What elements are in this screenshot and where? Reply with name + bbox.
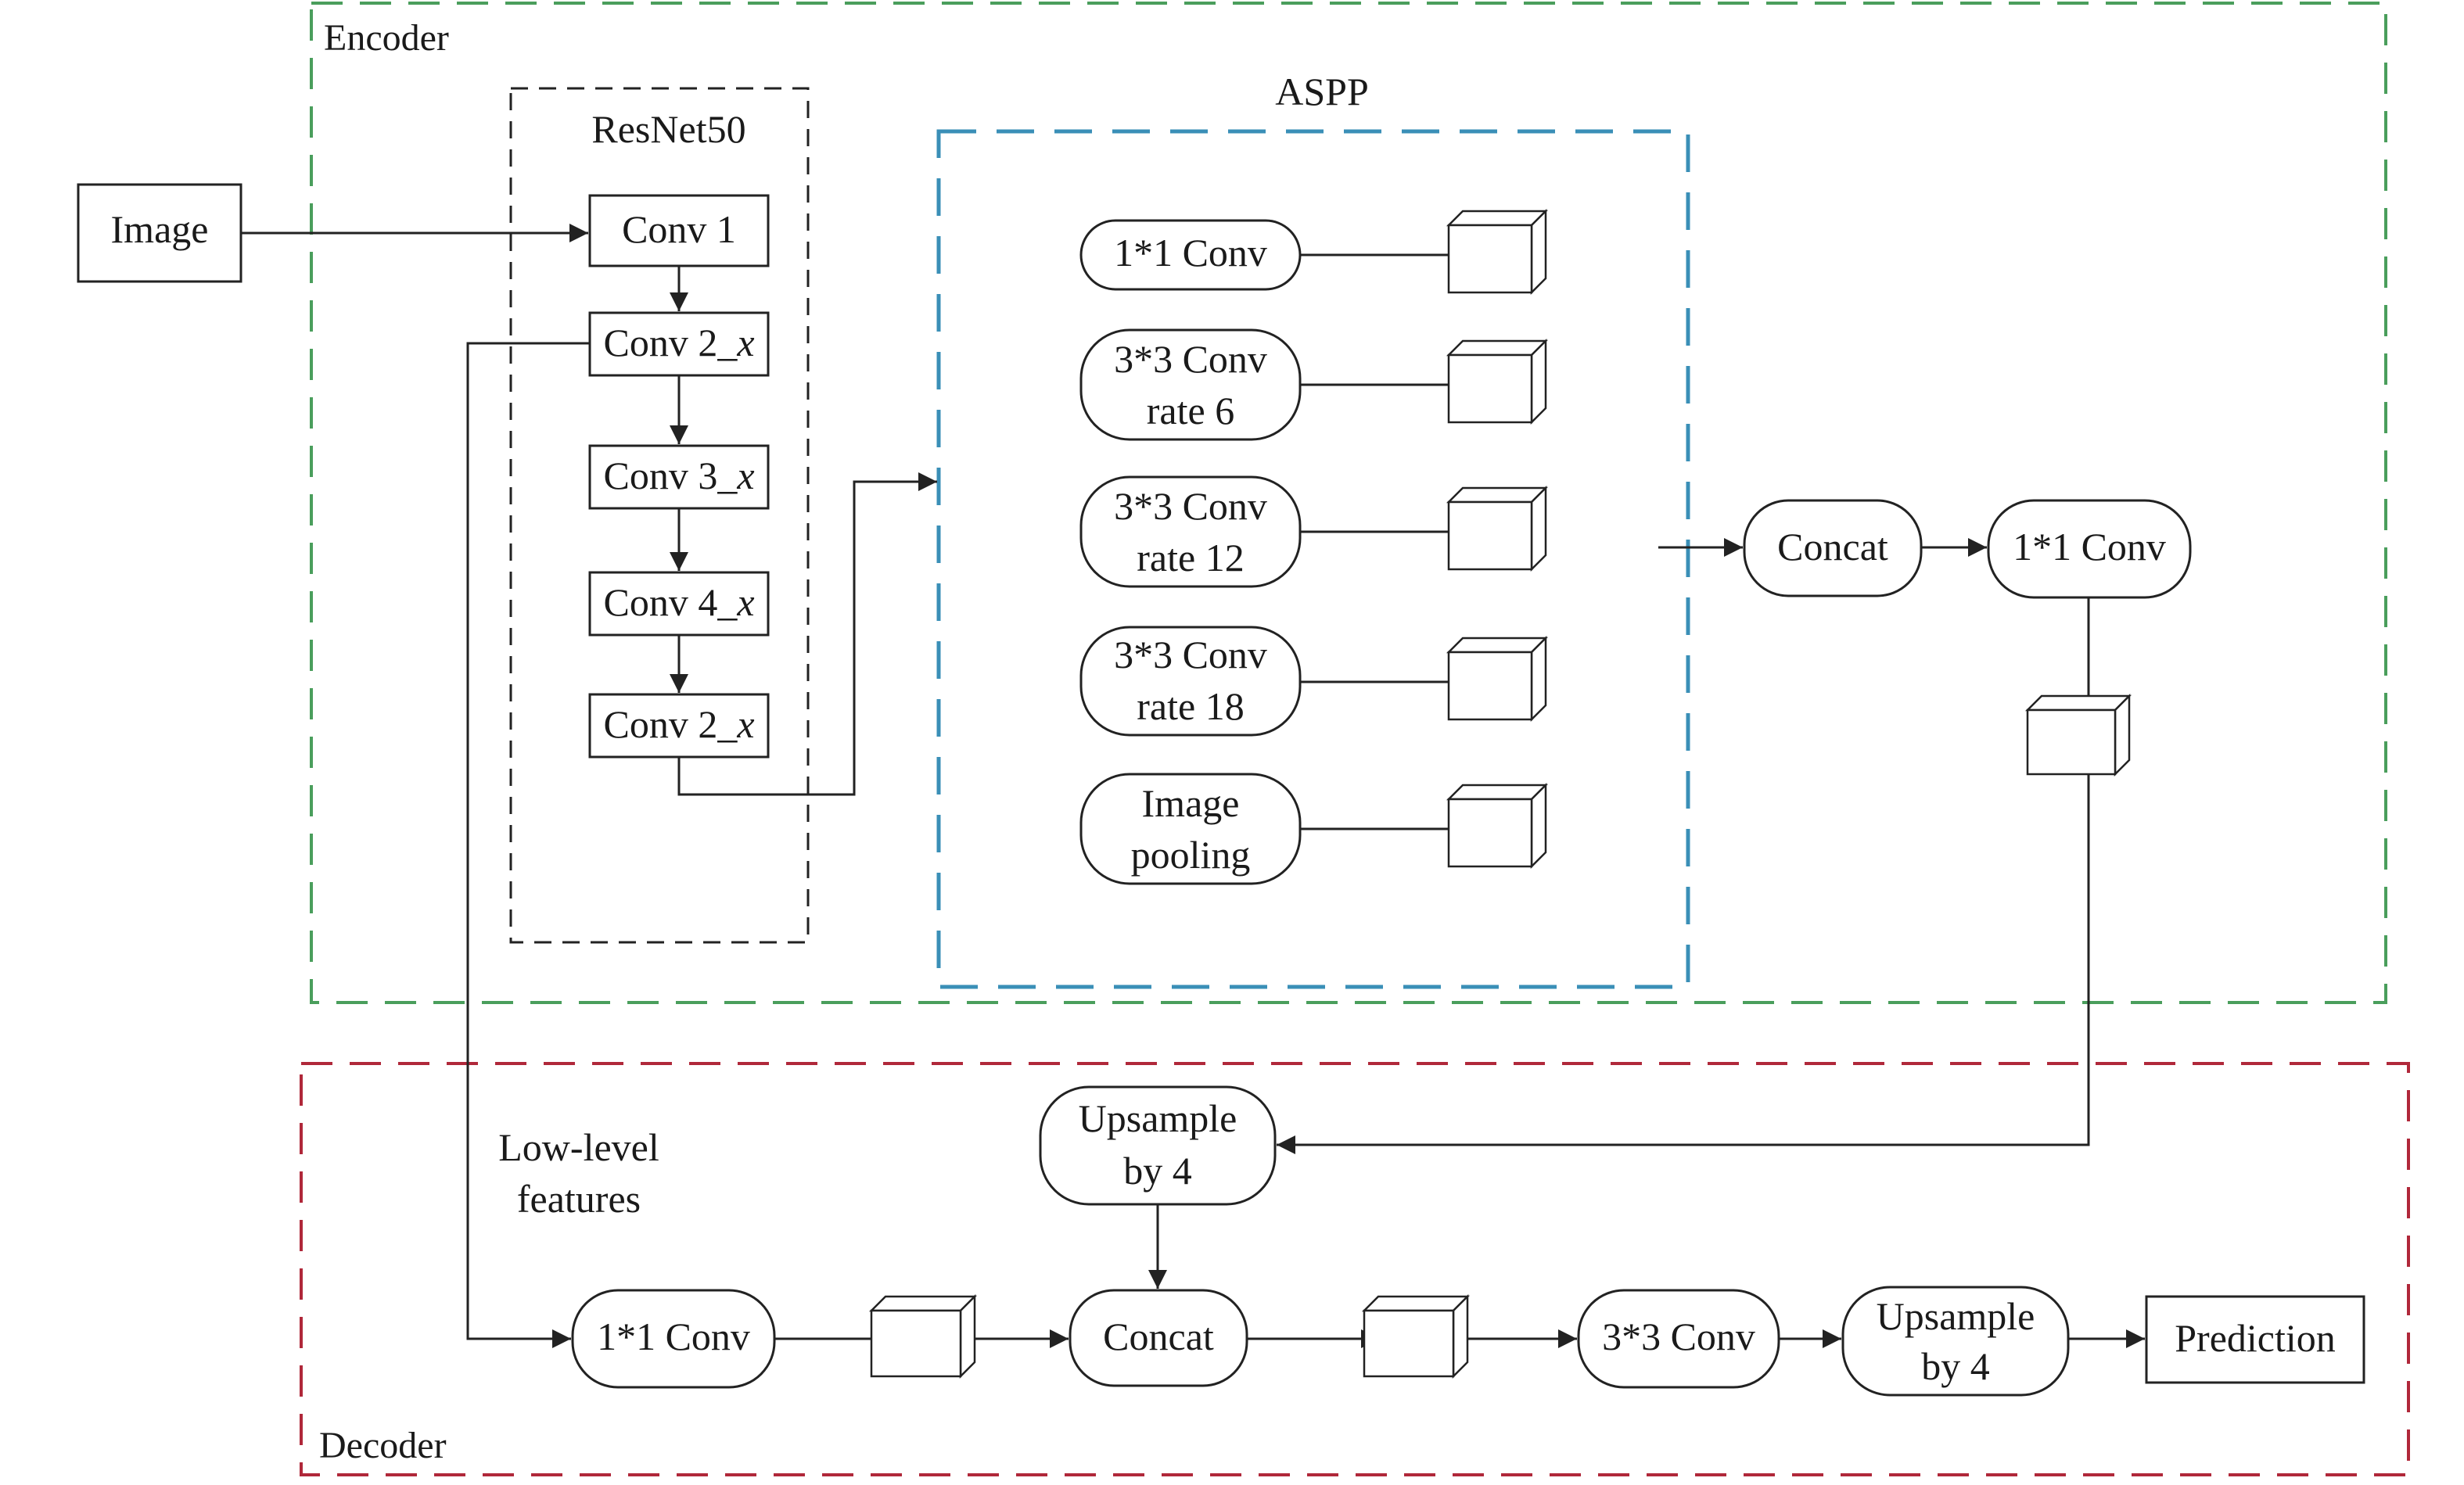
svg-text:Concat: Concat	[1103, 1315, 1214, 1358]
conv3x-node: Conv 3_x	[588, 444, 770, 510]
encoder-1x1-conv-node: 1*1 Conv	[1987, 499, 2192, 599]
svg-text:Prediction: Prediction	[2175, 1316, 2336, 1360]
svg-text:1*1 Conv: 1*1 Conv	[2013, 525, 2166, 569]
aspp-image-pooling-node: Image pooling	[1079, 773, 1302, 885]
svg-text:by 4: by 4	[1921, 1344, 1990, 1388]
svg-text:Conv 3_x: Conv 3_x	[603, 454, 754, 497]
decoder-label: Decoder	[319, 1425, 447, 1466]
feature-maps	[868, 208, 2132, 1379]
decoder-upsample-node: Upsample by 4	[1039, 1085, 1277, 1206]
feature-map-cube	[1446, 338, 1549, 425]
aspp-label: ASPP	[1275, 70, 1369, 113]
decoder-1x1-conv-node: 1*1 Conv	[571, 1289, 776, 1389]
svg-text:Upsample: Upsample	[1877, 1294, 2035, 1338]
conv2x-bottom-node: Conv 2_x	[588, 693, 770, 759]
encoder-label: Encoder	[324, 17, 449, 59]
svg-text:Image: Image	[1142, 781, 1240, 825]
svg-text:3*3 Conv: 3*3 Conv	[1114, 337, 1267, 381]
low-level-features-label: Low-level features	[498, 1125, 659, 1221]
conv4x-node: Conv 4_x	[588, 571, 770, 637]
svg-text:Image: Image	[111, 207, 209, 251]
feature-map-cube	[2024, 693, 2132, 777]
resnet50-region	[509, 87, 810, 944]
svg-text:features: features	[517, 1177, 641, 1221]
feature-map-cube	[1361, 1293, 1471, 1379]
prediction-node: Prediction	[2145, 1295, 2365, 1384]
conv1-node: Conv 1	[588, 194, 770, 267]
resnet50-label: ResNet50	[591, 107, 745, 151]
edge-lowlevel	[466, 342, 590, 1348]
svg-text:3*3 Conv: 3*3 Conv	[1602, 1315, 1755, 1358]
svg-text:Low-level: Low-level	[498, 1125, 659, 1169]
aspp-1x1-conv-node: 1*1 Conv	[1079, 219, 1302, 291]
feature-map-cube	[1446, 485, 1549, 572]
aspp-rate18-node: 3*3 Conv rate 18	[1079, 626, 1302, 737]
decoder-concat-node: Concat	[1069, 1289, 1248, 1387]
svg-text:pooling: pooling	[1131, 833, 1251, 877]
svg-text:by 4: by 4	[1123, 1149, 1192, 1193]
svg-text:1*1 Conv: 1*1 Conv	[597, 1315, 750, 1358]
feature-map-cube	[1446, 635, 1549, 723]
feature-map-cube	[868, 1293, 978, 1379]
decoder-region	[300, 1062, 2410, 1476]
feature-map-cube	[1446, 208, 1549, 296]
edge-cube-upsample	[1277, 773, 2090, 1154]
aspp-rate12-node: 3*3 Conv rate 12	[1079, 475, 1302, 588]
svg-text:3*3 Conv: 3*3 Conv	[1114, 633, 1267, 676]
svg-text:Upsample: Upsample	[1079, 1096, 1237, 1140]
svg-text:rate 18: rate 18	[1137, 684, 1244, 728]
svg-text:1*1 Conv: 1*1 Conv	[1114, 231, 1267, 274]
decoder-upsample-final-node: Upsample by 4	[1841, 1286, 2070, 1397]
encoder-region	[310, 2, 2387, 1004]
image-input-node: Image	[77, 183, 242, 283]
svg-text:Concat: Concat	[1777, 525, 1888, 569]
aspp-region	[936, 129, 1690, 989]
svg-text:Conv 4_x: Conv 4_x	[603, 580, 754, 624]
svg-text:rate 6: rate 6	[1147, 389, 1234, 432]
svg-text:rate 12: rate 12	[1137, 536, 1244, 579]
conv2x-node: Conv 2_x	[588, 311, 770, 377]
encoder-concat-node: Concat	[1743, 499, 1923, 597]
svg-text:Conv 1: Conv 1	[622, 207, 736, 251]
edge-resnet-aspp	[677, 472, 937, 796]
feature-map-cube	[1446, 782, 1549, 870]
edges	[241, 224, 2145, 1348]
svg-text:Conv 2_x: Conv 2_x	[603, 321, 754, 364]
svg-text:Conv 2_x: Conv 2_x	[603, 702, 754, 746]
svg-text:3*3 Conv: 3*3 Conv	[1114, 484, 1267, 528]
decoder-3x3-conv-node: 3*3 Conv	[1577, 1289, 1780, 1389]
aspp-rate6-node: 3*3 Conv rate 6	[1079, 328, 1302, 441]
